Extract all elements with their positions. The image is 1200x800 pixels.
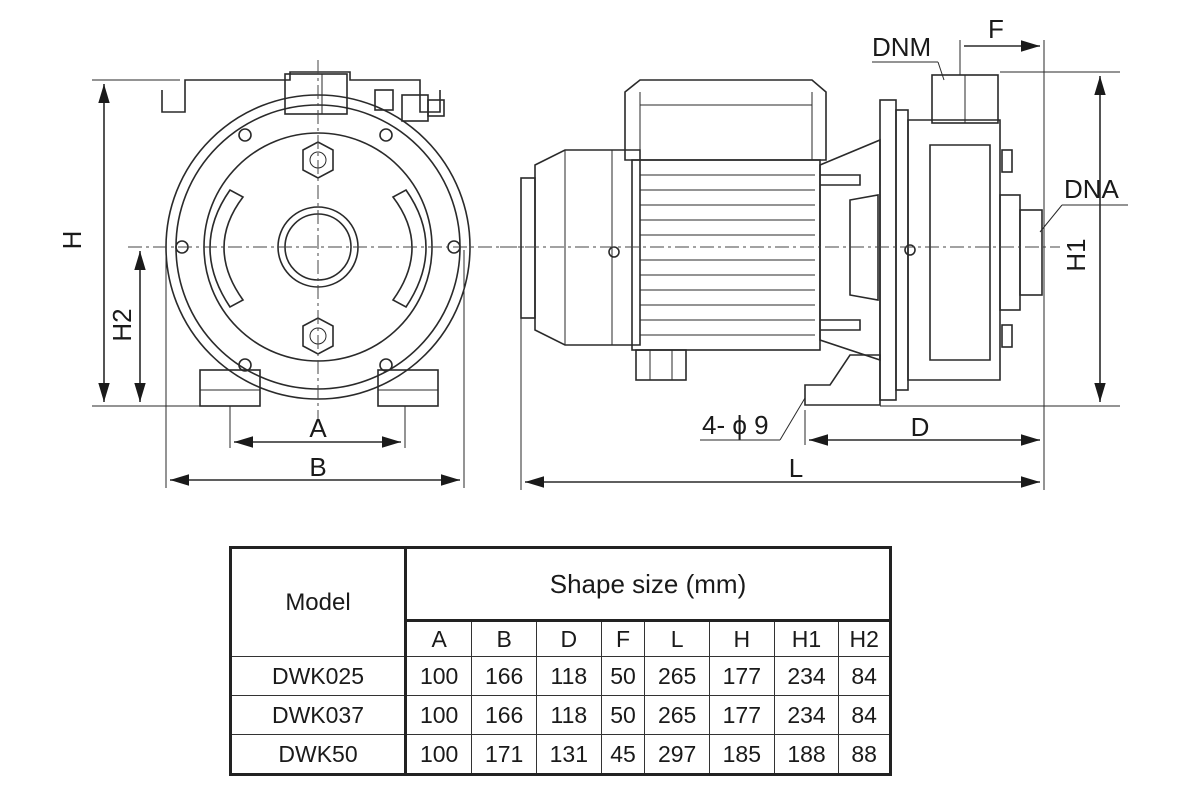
dim-label-l: L	[789, 453, 803, 483]
value-cell: 234	[773, 695, 840, 735]
column-header: H2	[838, 620, 891, 657]
dim-label-h: H	[57, 231, 87, 250]
value-cell: 177	[709, 695, 775, 735]
value-cell: 84	[838, 695, 891, 735]
value-cell: 100	[404, 734, 473, 775]
value-cell: 265	[644, 695, 710, 735]
dim-label-holes: 4- ϕ 9	[702, 410, 769, 440]
value-cell: 131	[535, 734, 602, 775]
column-header: H	[709, 620, 775, 657]
table-row: DWK50 100 171 131 45 297 185 188 88	[230, 734, 891, 775]
dim-label-a: A	[309, 413, 327, 443]
dim-label-h2: H2	[107, 308, 137, 341]
pump-drawing: H H2 A B	[57, 14, 1128, 490]
value-cell: 118	[535, 695, 602, 735]
model-cell: DWK025	[230, 656, 407, 696]
model-cell: DWK50	[230, 734, 407, 775]
value-cell: 265	[644, 656, 710, 696]
value-cell: 100	[404, 656, 473, 696]
value-cell: 166	[471, 656, 537, 696]
front-dimensions	[92, 79, 465, 488]
dim-label-f: F	[988, 14, 1004, 44]
value-cell: 166	[471, 695, 537, 735]
column-header: B	[471, 620, 537, 657]
table-row: DWK037 100 166 118 50 265 177 234 84	[230, 695, 891, 735]
value-cell: 84	[838, 656, 891, 696]
side-dimensions	[520, 40, 1128, 490]
value-cell: 177	[709, 656, 775, 696]
dim-label-d: D	[911, 412, 930, 442]
table-columns-row: A B D F L H H1 H2	[231, 620, 891, 657]
value-cell: 171	[471, 734, 537, 775]
dim-label-dnm: DNM	[872, 32, 931, 62]
value-cell: 188	[773, 734, 840, 775]
value-cell: 234	[773, 656, 840, 696]
column-header: H1	[773, 620, 840, 657]
value-cell: 88	[838, 734, 891, 775]
table-header-row: Model Shape size (mm)	[230, 547, 891, 657]
value-cell: 297	[644, 734, 710, 775]
column-header: F	[600, 620, 646, 657]
side-view	[500, 74, 1060, 406]
dim-label-dna: DNA	[1064, 174, 1120, 204]
shape-size-table: Model Shape size (mm) A B D F L H H1 H2 …	[229, 546, 892, 776]
model-cell: DWK037	[230, 695, 407, 735]
value-cell: 185	[709, 734, 775, 775]
value-cell: 45	[600, 734, 646, 775]
dim-label-b: B	[309, 452, 326, 482]
value-cell: 100	[404, 695, 473, 735]
value-cell: 50	[600, 656, 646, 696]
column-header: D	[535, 620, 602, 657]
value-cell: 50	[600, 695, 646, 735]
column-header: L	[644, 620, 710, 657]
table-row: DWK025 100 166 118 50 265 177 234 84	[230, 656, 891, 696]
column-header: A	[404, 620, 473, 657]
value-cell: 118	[535, 656, 602, 696]
model-header: Model	[230, 547, 407, 657]
shape-size-header: Shape size (mm)	[405, 547, 891, 622]
front-view	[128, 60, 530, 420]
dim-label-h1: H1	[1061, 238, 1091, 271]
